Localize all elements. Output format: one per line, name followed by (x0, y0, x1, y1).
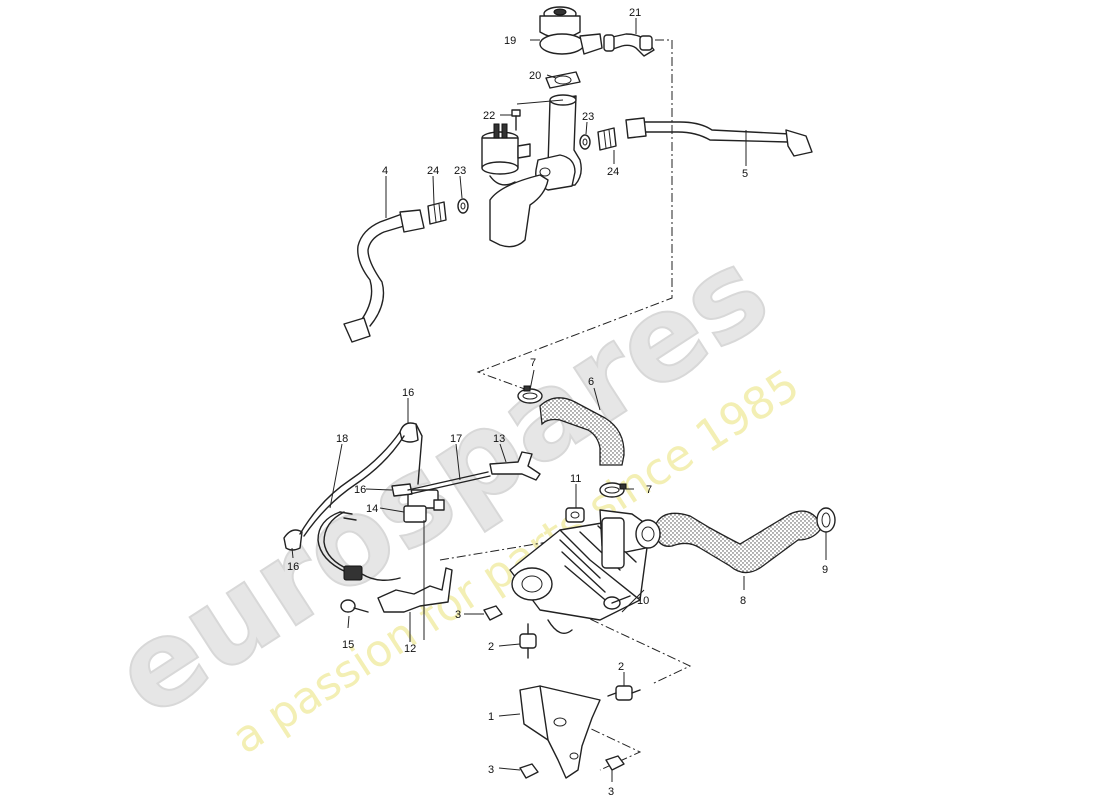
callout-16-middle: 16 (354, 484, 366, 496)
callout-12: 12 (404, 643, 416, 655)
rubber-mount-2-left (519, 623, 537, 659)
washer-23-right (579, 134, 591, 150)
switch-valve (481, 123, 531, 186)
callout-22: 22 (483, 110, 495, 122)
t-piece-13 (489, 451, 541, 481)
rubber-mount-2-right (607, 685, 641, 701)
bracket-12 (377, 567, 453, 613)
callout-13: 13 (493, 433, 505, 445)
callouts: 19 21 20 22 23 4 24 23 24 5 7 6 16 18 17… (287, 7, 828, 798)
callout-3-lower-left: 3 (488, 764, 494, 776)
callout-3-lower-right: 3 (608, 786, 614, 798)
tensioner-11 (565, 507, 585, 523)
callout-4: 4 (382, 165, 388, 177)
callout-23-right: 23 (582, 111, 594, 123)
callout-6: 6 (588, 376, 594, 388)
callout-1: 1 (488, 711, 494, 723)
small-hose-16-bottom (283, 529, 303, 551)
callout-20: 20 (529, 70, 541, 82)
callout-9: 9 (822, 564, 828, 576)
check-valve-19 (539, 6, 603, 55)
callout-2-right: 2 (618, 661, 624, 673)
union-24-left (427, 201, 447, 225)
hose-6 (539, 397, 625, 466)
callout-18: 18 (336, 433, 348, 445)
air-manifold (489, 94, 582, 248)
nut-3-lower-left (519, 763, 539, 779)
air-pump (509, 509, 661, 634)
screw-15 (340, 599, 369, 613)
washer-23-left (457, 198, 469, 214)
hose-clamp-9 (816, 507, 836, 533)
hose-clamp-7-bottom (599, 482, 627, 498)
vacuum-line-17 (407, 423, 491, 495)
small-hose-16-top (399, 422, 419, 443)
wire-harness (317, 511, 401, 581)
callout-24-right: 24 (607, 166, 619, 178)
hose-8 (655, 510, 821, 574)
callout-19: 19 (504, 35, 516, 47)
callout-24-left: 24 (427, 165, 439, 177)
callout-14: 14 (366, 503, 378, 515)
callout-23-left: 23 (454, 165, 466, 177)
callout-21: 21 (629, 7, 641, 19)
callout-16-bottom: 16 (287, 561, 299, 573)
callout-5: 5 (742, 168, 748, 180)
callout-17: 17 (450, 433, 462, 445)
solenoid-valve-14 (403, 489, 445, 523)
callout-16-top: 16 (402, 387, 414, 399)
callout-10: 10 (637, 595, 649, 607)
callout-7-top: 7 (530, 357, 536, 369)
gasket-20 (545, 71, 581, 89)
callout-15: 15 (342, 639, 354, 651)
elbow-fitting-21 (603, 33, 655, 57)
nut-3-upper (483, 605, 503, 621)
callout-3-upper: 3 (455, 609, 461, 621)
nut-3-lower-right (605, 755, 625, 771)
vacuum-line-18 (299, 431, 405, 537)
watermark: eurospares a passion for parts since 198… (89, 220, 808, 764)
callout-7-bottom: 7 (646, 484, 652, 496)
screw-22 (511, 109, 521, 131)
pipe-5 (625, 117, 813, 157)
callout-11: 11 (570, 473, 581, 485)
callout-2-left: 2 (488, 641, 494, 653)
bolt-10 (603, 595, 631, 610)
pipe-4 (343, 209, 425, 343)
leader-lines (291, 18, 827, 782)
callout-8: 8 (740, 595, 746, 607)
mounting-bracket-1 (519, 685, 601, 779)
union-24-right (597, 127, 617, 151)
